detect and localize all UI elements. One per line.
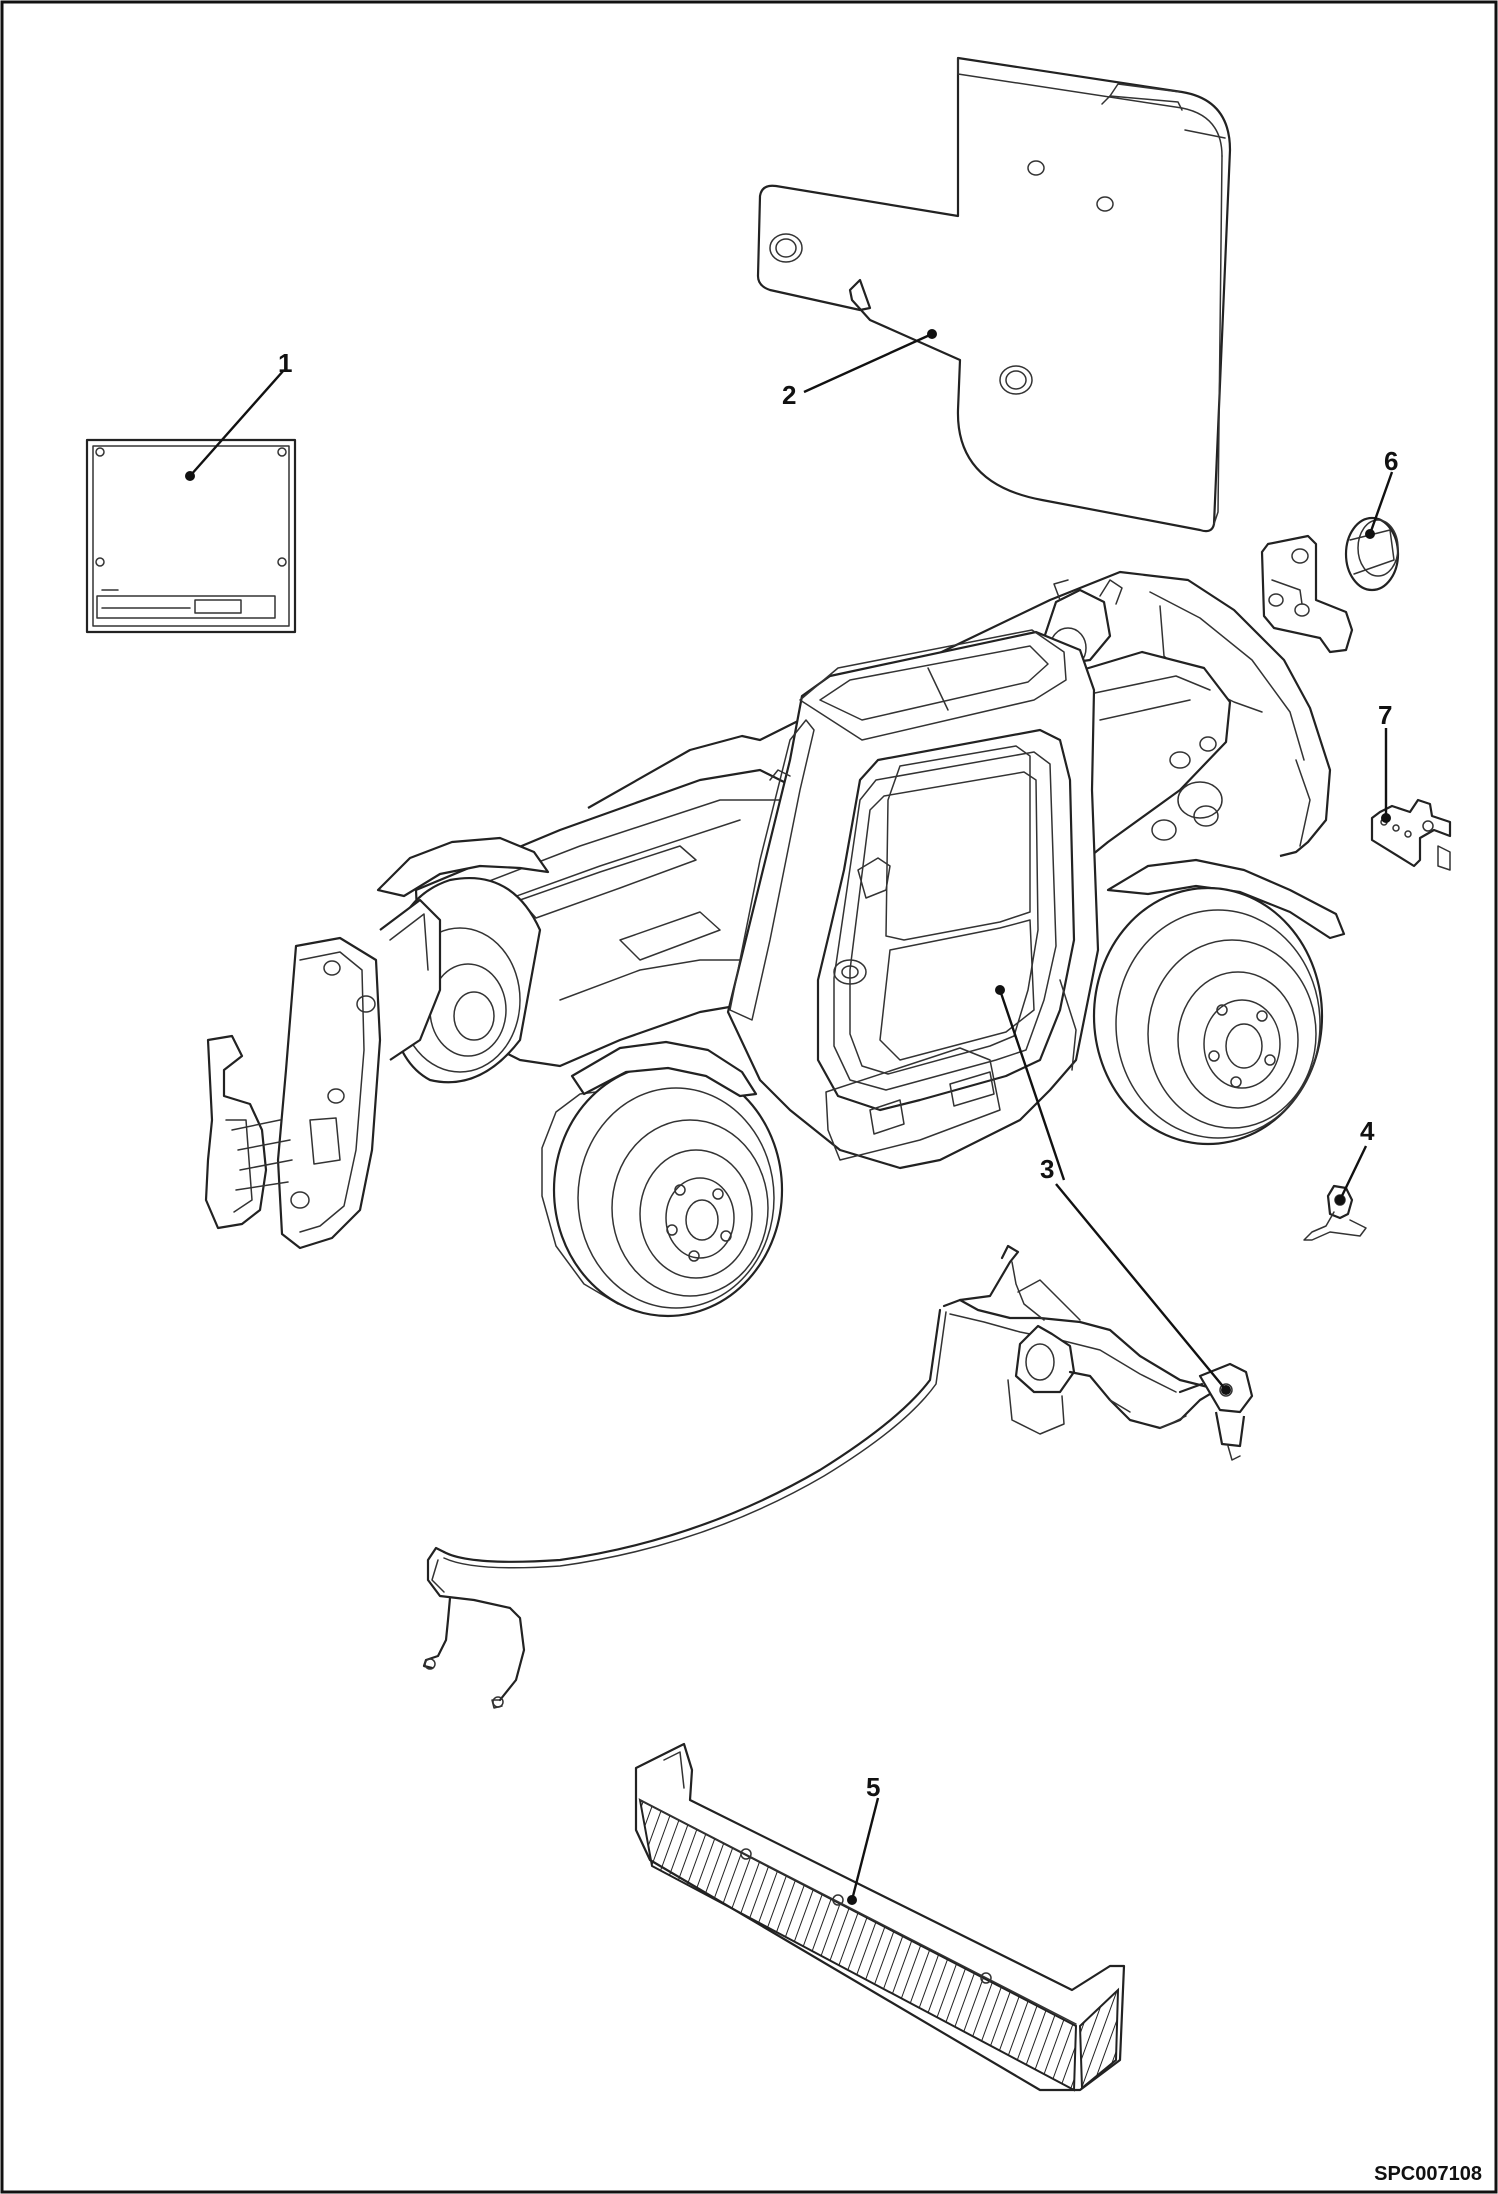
part-6-beacon-bracket xyxy=(1260,516,1400,654)
leader-4 xyxy=(1338,1145,1368,1201)
callout-2: 2 xyxy=(782,380,796,410)
leader-lines xyxy=(185,329,1394,1905)
cab xyxy=(726,629,1100,1170)
leader-3-upper xyxy=(998,989,1066,1181)
fork-carriage xyxy=(204,898,442,1250)
rear-wheel xyxy=(1092,886,1324,1146)
telehandler-machine xyxy=(204,570,1346,1318)
part-5-guard-panel xyxy=(634,1742,1126,2092)
leader-5 xyxy=(850,1797,880,1901)
callout-6: 6 xyxy=(1384,446,1398,476)
callout-labels: 1 2 3 4 5 6 7 xyxy=(278,348,1398,1802)
front-wheel xyxy=(541,1062,784,1318)
callout-5: 5 xyxy=(866,1772,880,1802)
callout-1: 1 xyxy=(278,348,292,378)
drawing-code: SPC007108 xyxy=(1374,2163,1482,2185)
leader-6 xyxy=(1368,471,1394,535)
leader-2 xyxy=(803,332,933,394)
part-3-wiring-harness xyxy=(422,1244,1254,1709)
part-1-plate xyxy=(85,438,297,634)
callout-7: 7 xyxy=(1378,700,1392,730)
part-4-sensor xyxy=(1303,1184,1367,1241)
part-2-bracket-plate xyxy=(756,56,1232,533)
callout-3: 3 xyxy=(1040,1154,1054,1184)
callout-4: 4 xyxy=(1360,1116,1375,1146)
leader-1 xyxy=(189,369,285,477)
leader-3-lower xyxy=(1055,1183,1227,1391)
part-7-bracket xyxy=(1370,798,1452,871)
